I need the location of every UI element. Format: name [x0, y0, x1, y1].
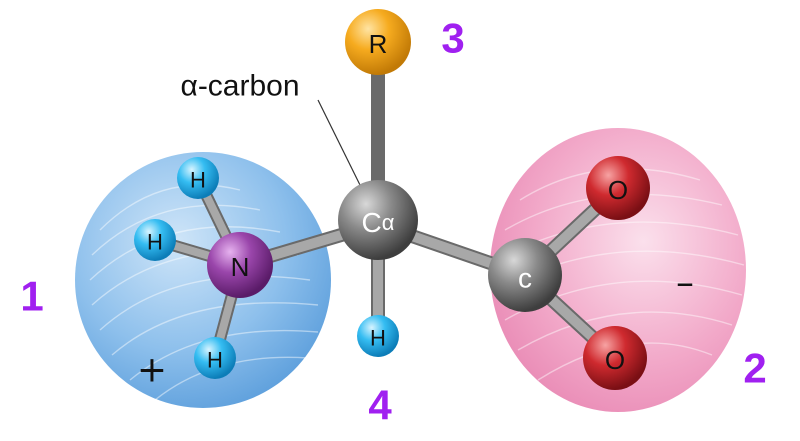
atom-label-h-bottom-n: H [207, 348, 223, 373]
atom-label-h-left: H [147, 230, 163, 255]
atom-label-calpha: C [362, 207, 382, 238]
region-number-4: 4 [368, 382, 392, 429]
atom-carboxyl-carbon: c [488, 238, 562, 312]
atom-label-o-bottom: O [605, 345, 625, 375]
atom-label-o-top: O [608, 175, 628, 205]
region-number-2: 2 [743, 345, 766, 392]
svg-text:Cα: Cα [362, 207, 395, 238]
region-number-3: 3 [441, 15, 464, 62]
region-number-1: 1 [20, 273, 43, 320]
atom-label-calpha-sub: α [382, 210, 395, 235]
atom-oxygen-top: O [586, 156, 650, 220]
atom-hydrogen-alpha: H [357, 315, 399, 357]
atom-r-group: R [345, 9, 411, 75]
positive-charge: + [137, 350, 167, 391]
atom-hydrogen-left: H [134, 219, 176, 261]
atom-label-n: N [231, 252, 250, 282]
alpha-carbon-label: α-carbon [180, 70, 299, 103]
atom-nitrogen: N [207, 232, 273, 298]
atom-hydrogen-top: H [177, 157, 219, 199]
atom-label-carboxyl-c: c [518, 263, 532, 294]
alpha-carbon-pointer [317, 99, 361, 186]
negative-charge: – [676, 263, 694, 304]
atom-label-r: R [369, 29, 388, 59]
atom-label-h-alpha: H [370, 326, 386, 351]
atom-label-h-top: H [190, 168, 206, 193]
atom-oxygen-bottom: O [583, 326, 647, 390]
atom-hydrogen-bottom-n: H [194, 337, 236, 379]
atom-alpha-carbon: Cα [338, 180, 418, 260]
